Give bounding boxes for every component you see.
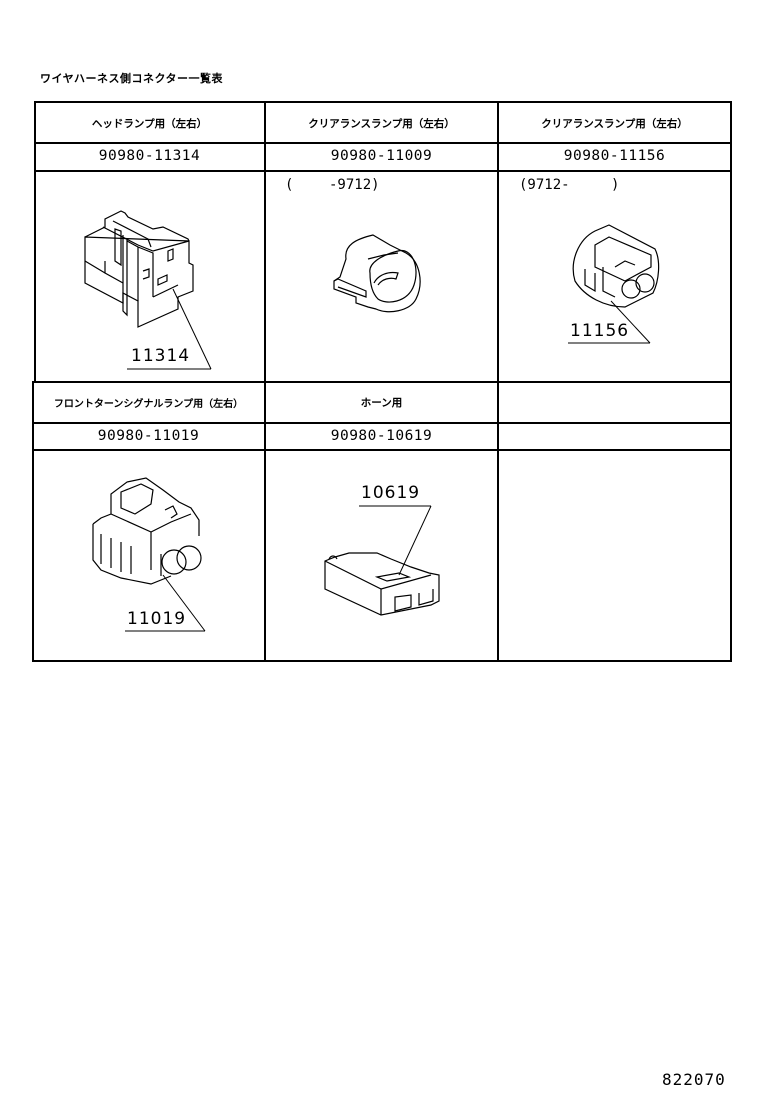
header-cell: ヘッドランプ用（左右）: [91, 118, 208, 130]
row-divider: [33, 422, 731, 424]
header-cell: クリアランスランプ用（左右）: [541, 118, 688, 130]
callout-leader-10619: [33, 101, 731, 662]
connector-11314-drawing: [83, 201, 213, 331]
row-divider: [33, 449, 731, 451]
part-number: 90980-10619: [330, 428, 433, 444]
table-border-left: [32, 381, 34, 662]
column-divider: [497, 101, 499, 662]
part-number: 90980-11156: [563, 148, 666, 164]
date-range-note: -9712): [329, 177, 380, 193]
table-border-top: [34, 101, 731, 103]
table-border-right: [730, 101, 732, 662]
page-id: 822070: [662, 1070, 726, 1089]
row-divider: [33, 381, 731, 383]
connector-11009-drawing: [328, 231, 428, 311]
connector-11156-drawing: [565, 221, 665, 311]
header-cell: ホーン用: [360, 397, 403, 409]
callout-leader-11019: [33, 101, 731, 662]
connector-11019-drawing: [91, 474, 216, 589]
callout-leader-11156: [33, 101, 731, 662]
column-divider: [264, 101, 266, 662]
callout-leader-11314: [33, 101, 731, 662]
date-range-note-open: (: [285, 177, 294, 193]
row-divider: [34, 170, 731, 172]
connector-table: ヘッドランプ用（左右） クリアランスランプ用（左右） クリアランスランプ用（左右…: [32, 101, 732, 662]
header-cell: フロントターンシグナルランプ用（左右）: [53, 399, 244, 410]
callout-label-11314: 11314: [131, 346, 191, 366]
document-title: ワイヤハーネス側コネクター一覧表: [40, 72, 224, 85]
part-number: 90980-11314: [98, 148, 201, 164]
header-cell: クリアランスランプ用（左右）: [308, 118, 455, 130]
callout-label-11156: 11156: [570, 321, 630, 341]
date-range-note-close: ): [611, 177, 620, 193]
callout-label-10619: 10619: [361, 483, 421, 503]
part-number: 90980-11009: [330, 148, 433, 164]
table-border-bottom: [32, 660, 731, 662]
callout-label-11019: 11019: [127, 609, 187, 629]
date-range-note: (9712-: [519, 177, 570, 193]
connector-10619-drawing: [321, 549, 446, 619]
row-divider: [34, 142, 731, 144]
table-border-left: [34, 101, 36, 381]
part-number: 90980-11019: [97, 428, 200, 444]
